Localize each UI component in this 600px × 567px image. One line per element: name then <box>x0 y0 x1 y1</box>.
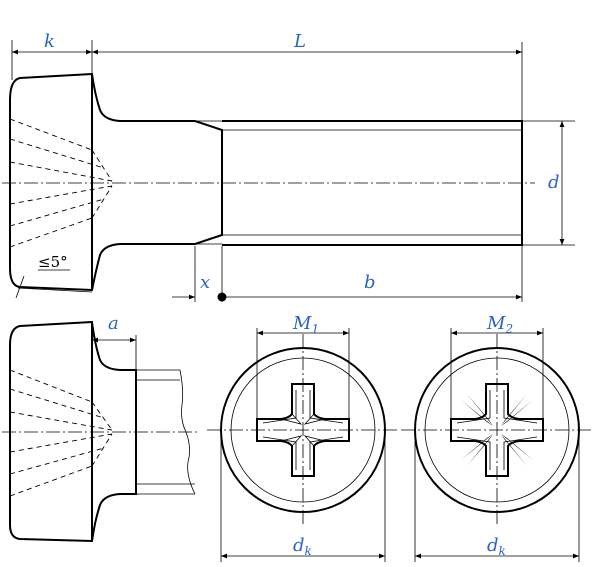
dimension-k: k <box>11 31 93 80</box>
side-view: ≤5° <box>2 72 535 299</box>
dim-m2-label: M2 <box>486 313 513 336</box>
dimension-d: d <box>522 120 575 246</box>
dim-dk1-label: dk <box>293 535 312 558</box>
dim-x-label: x <box>200 272 210 293</box>
dim-m1-label: M1 <box>292 313 319 336</box>
dim-b-label: b <box>364 272 376 293</box>
head-angle-label: ≤5° <box>38 253 68 271</box>
screw-head-outline <box>9 72 223 292</box>
dimension-L: L <box>92 31 523 121</box>
partial-recess-hidden-lines <box>9 369 113 497</box>
recess-hidden-lines <box>9 118 113 248</box>
dimension-x-b: x b <box>172 246 523 302</box>
cross-recess-m1 <box>256 383 350 477</box>
dim-d-label: d <box>548 172 560 193</box>
partial-side-view: a <box>2 313 200 543</box>
dim-L-label: L <box>293 31 306 52</box>
top-view-m1: M1 dk <box>207 313 399 562</box>
dim-dk2-label: dk <box>487 535 506 558</box>
cross-recess-m2 <box>450 383 544 477</box>
dim-a-label: a <box>108 313 119 334</box>
dim-k-label: k <box>44 31 55 52</box>
top-view-m2: M2 dk <box>401 313 593 562</box>
partial-head-outline <box>9 320 137 543</box>
